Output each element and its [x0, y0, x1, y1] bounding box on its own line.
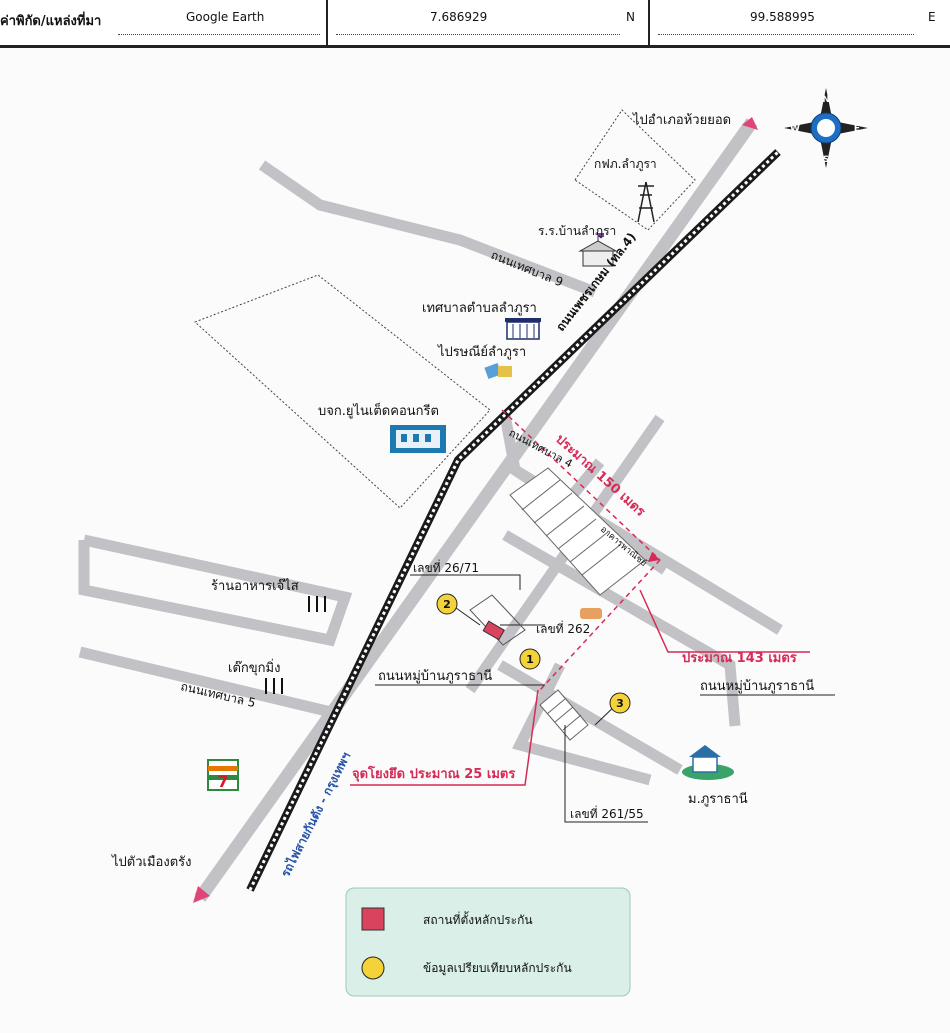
marker-2-label: 2 — [443, 598, 451, 611]
building-262-icon — [580, 608, 602, 619]
label-no-26155: เลขที่ 261/55 — [570, 805, 644, 821]
house-icon — [682, 745, 734, 780]
dotted-line — [118, 34, 320, 35]
compass-rose-icon: N S W E — [784, 88, 868, 168]
label-noodle-shop: เต๊กขุกมิ่ง — [228, 659, 280, 676]
label-ref-25: จุดโยงยึด ประมาณ 25 เมตร — [352, 765, 515, 782]
label-school: ร.ร.บ้านลำภูรา — [538, 224, 616, 239]
dotted-line — [336, 34, 620, 35]
subject-marker — [482, 620, 505, 641]
restaurant-icon — [308, 596, 326, 612]
municipality-icon — [505, 318, 541, 340]
distance-arrow — [648, 552, 660, 562]
legend-comparison-swatch — [361, 956, 385, 980]
road-tessaban-5 — [78, 646, 337, 719]
seven-eleven-logo-text: 7 — [217, 772, 228, 791]
label-restaurant: ร้านอาหารเจ๊ไส — [211, 578, 299, 594]
road-restaurant-loop — [78, 534, 353, 647]
label-village-road-right: ถนนหมู่บ้านภูราธานี — [700, 678, 814, 694]
road-east-2 — [502, 530, 741, 727]
label-company: บจก.ยูไนเต็ดคอนกรีต — [318, 401, 439, 419]
label-village: ม.ภูราธานี — [688, 791, 748, 807]
longitude-direction: E — [928, 10, 936, 24]
header-cell-source: ค่าพิกัด/แหล่งที่มา Google Earth — [0, 0, 328, 46]
label-to-trang: ไปตัวเมืองตรัง — [111, 854, 191, 870]
shophouse-blocks — [509, 467, 646, 741]
coordinate-header: ค่าพิกัด/แหล่งที่มา Google Earth 7.68692… — [0, 0, 950, 48]
marker-1-label: 1 — [526, 653, 534, 666]
label-no-262: เลขที่ 262 — [536, 620, 590, 636]
legend: สถานที่ตั้งหลักประกัน ข้อมูลเปรียบเทียบห… — [345, 887, 631, 997]
label-dist-143: ประมาณ 143 เมตร — [682, 651, 797, 666]
coord-source-label: ค่าพิกัด/แหล่งที่มา — [0, 14, 102, 29]
highway-arrow-south — [193, 886, 210, 903]
label-municipality: เทศบาลตำบลลำภูรา — [422, 301, 537, 316]
header-cell-longitude: 99.588995 E — [650, 0, 950, 46]
compass-s: S — [823, 155, 829, 165]
legend-box — [345, 887, 631, 997]
label-pea: กฟภ.ลำภูรา — [594, 157, 657, 172]
marker-1: 1 — [519, 648, 541, 670]
compass-w: W — [790, 124, 800, 134]
label-post-office: ไปรษณีย์ลำภูรา — [437, 344, 526, 360]
comparison-markers: 1 2 3 — [436, 593, 631, 714]
pea-lot-outline — [574, 109, 696, 231]
road-east-3 — [497, 660, 683, 775]
dotted-line — [658, 34, 914, 35]
marker-3: 3 — [609, 692, 631, 714]
highway-4 — [194, 118, 758, 902]
label-village-road-left: ถนนหมู่บ้านภูราธานี — [378, 668, 492, 684]
legend-collateral-swatch — [361, 907, 385, 931]
tower-icon — [637, 181, 655, 223]
latitude-direction: N — [626, 10, 635, 24]
label-road-tessaban-9: ถนนเทศบาล 9 — [489, 248, 565, 290]
latitude-value: 7.686929 — [430, 10, 488, 24]
longitude-value: 99.588995 — [750, 10, 815, 24]
leader-lines — [375, 574, 835, 823]
source-value: Google Earth — [186, 10, 265, 24]
school-icon — [578, 233, 618, 267]
label-to-huai-yot: ไปอำเภอห้วยยอด — [632, 112, 731, 128]
post-office-icon — [484, 362, 512, 380]
noodle-shop-icon — [265, 678, 283, 694]
legend-comparison-label: ข้อมูลเปรียบเทียบหลักประกัน — [423, 961, 572, 976]
subject-site — [469, 594, 526, 646]
leader-143 — [639, 589, 810, 653]
road-village-south — [512, 662, 652, 786]
location-map: 1 2 3 — [78, 88, 868, 997]
marker-3-label: 3 — [616, 697, 624, 710]
railway-line — [246, 149, 781, 892]
compass-n: N — [822, 95, 830, 105]
seven-eleven-icon: 7 — [207, 759, 239, 791]
road-tessaban-9 — [258, 160, 597, 298]
label-no-2671: เลขที่ 26/71 — [413, 559, 479, 575]
marker-2: 2 — [436, 593, 458, 615]
distance-lines — [501, 409, 661, 691]
legend-collateral-label: สถานที่ตั้งหลักประกัน — [423, 911, 533, 927]
factory-icon — [390, 425, 446, 453]
compass-e: E — [854, 124, 860, 134]
leader-25 — [350, 689, 539, 786]
highway-arrow-north — [742, 117, 758, 130]
header-cell-latitude: 7.686929 N — [328, 0, 650, 46]
